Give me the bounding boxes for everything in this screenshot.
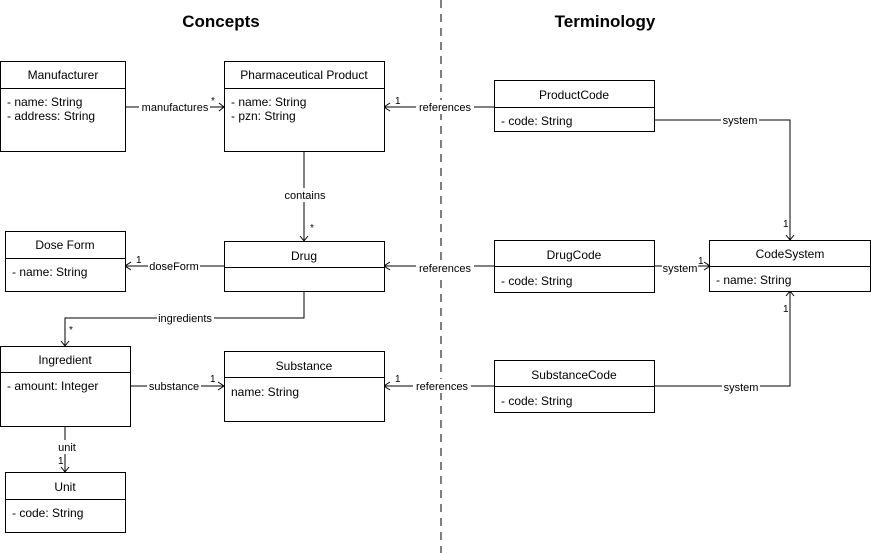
label-contains: contains	[285, 190, 326, 202]
class-manufacturer[interactable]: Manufacturer - name: String - address: S…	[0, 61, 126, 152]
class-attribute: name: String	[231, 385, 299, 399]
mult-manufactures: *	[211, 96, 215, 107]
mult-contains: *	[310, 223, 314, 234]
class-name: SubstanceCode	[531, 368, 617, 382]
edge-dose-form: doseForm 1	[124, 255, 224, 273]
mult-dose-form: 1	[136, 255, 142, 266]
edge-product-system: system 1	[654, 113, 795, 241]
edge-substance-system: system 1	[654, 290, 795, 394]
label-dose-form: doseForm	[149, 261, 199, 273]
class-name: Unit	[54, 480, 76, 494]
class-attribute: - name: String	[12, 265, 87, 279]
terminology-heading: Terminology	[555, 12, 656, 31]
mult-ingredients: *	[69, 325, 73, 336]
class-attribute: - amount: Integer	[7, 379, 98, 393]
mult-substance: 1	[210, 374, 216, 385]
class-name: Ingredient	[38, 353, 92, 367]
class-product-code[interactable]: ProductCode - code: String	[494, 80, 655, 132]
label-ingredients: ingredients	[158, 313, 212, 325]
class-attribute: - code: String	[12, 506, 83, 520]
edge-drug-references: references	[383, 261, 495, 275]
mult-drug-system: 1	[698, 256, 704, 267]
class-name: Substance	[276, 359, 333, 373]
class-name: CodeSystem	[756, 247, 825, 261]
class-name: Pharmaceutical Product	[240, 68, 368, 82]
label-product-system: system	[723, 115, 758, 127]
label-drug-references: references	[419, 263, 471, 275]
concepts-heading: Concepts	[182, 12, 259, 31]
class-attribute: - address: String	[7, 109, 95, 123]
edge-substance: substance 1	[130, 374, 225, 393]
label-substance: substance	[149, 381, 199, 393]
class-pharmaceutical-product[interactable]: Pharmaceutical Product - name: String - …	[224, 61, 385, 152]
class-code-system[interactable]: CodeSystem - name: String	[709, 240, 871, 292]
class-attribute: - code: String	[501, 394, 572, 408]
class-name: Manufacturer	[28, 68, 99, 82]
edge-unit: unit 1	[55, 426, 77, 473]
class-name: DrugCode	[547, 248, 602, 262]
class-name: Drug	[291, 249, 317, 263]
class-drug-code[interactable]: DrugCode - code: String	[494, 240, 655, 293]
class-name: Dose Form	[35, 238, 94, 252]
class-attribute: - name: String	[716, 273, 791, 287]
class-substance[interactable]: Substance name: String	[224, 351, 385, 422]
class-attribute: - name: String	[231, 95, 306, 109]
mult-unit: 1	[58, 456, 64, 467]
class-attribute: - pzn: String	[231, 109, 296, 123]
class-substance-code[interactable]: SubstanceCode - code: String	[494, 360, 655, 413]
mult-product-system: 1	[783, 219, 789, 230]
class-attribute: - name: String	[7, 95, 82, 109]
edge-product-references: references 1	[383, 96, 495, 114]
label-substance-system: system	[724, 382, 759, 394]
class-dose-form[interactable]: Dose Form - name: String	[5, 231, 126, 292]
label-unit: unit	[58, 442, 76, 454]
class-unit[interactable]: Unit - code: String	[5, 472, 126, 533]
label-drug-system: system	[663, 263, 698, 275]
class-drug[interactable]: Drug	[224, 241, 385, 292]
label-substance-references: references	[416, 381, 468, 393]
label-manufactures: manufactures	[142, 102, 209, 114]
class-attribute: - code: String	[501, 274, 572, 288]
edge-substance-references: references 1	[383, 374, 495, 393]
edge-drug-system: system 1	[654, 256, 711, 275]
class-ingredient[interactable]: Ingredient - amount: Integer	[0, 346, 131, 427]
mult-substance-references: 1	[395, 374, 401, 385]
class-name: ProductCode	[539, 88, 609, 102]
edge-manufactures: manufactures *	[126, 96, 225, 114]
label-product-references: references	[419, 102, 471, 114]
edge-contains: contains *	[283, 151, 327, 242]
class-attribute: - code: String	[501, 114, 572, 128]
edge-ingredients: ingredients *	[60, 291, 305, 347]
mult-substance-system: 1	[783, 304, 789, 315]
mult-product-references: 1	[395, 96, 401, 107]
